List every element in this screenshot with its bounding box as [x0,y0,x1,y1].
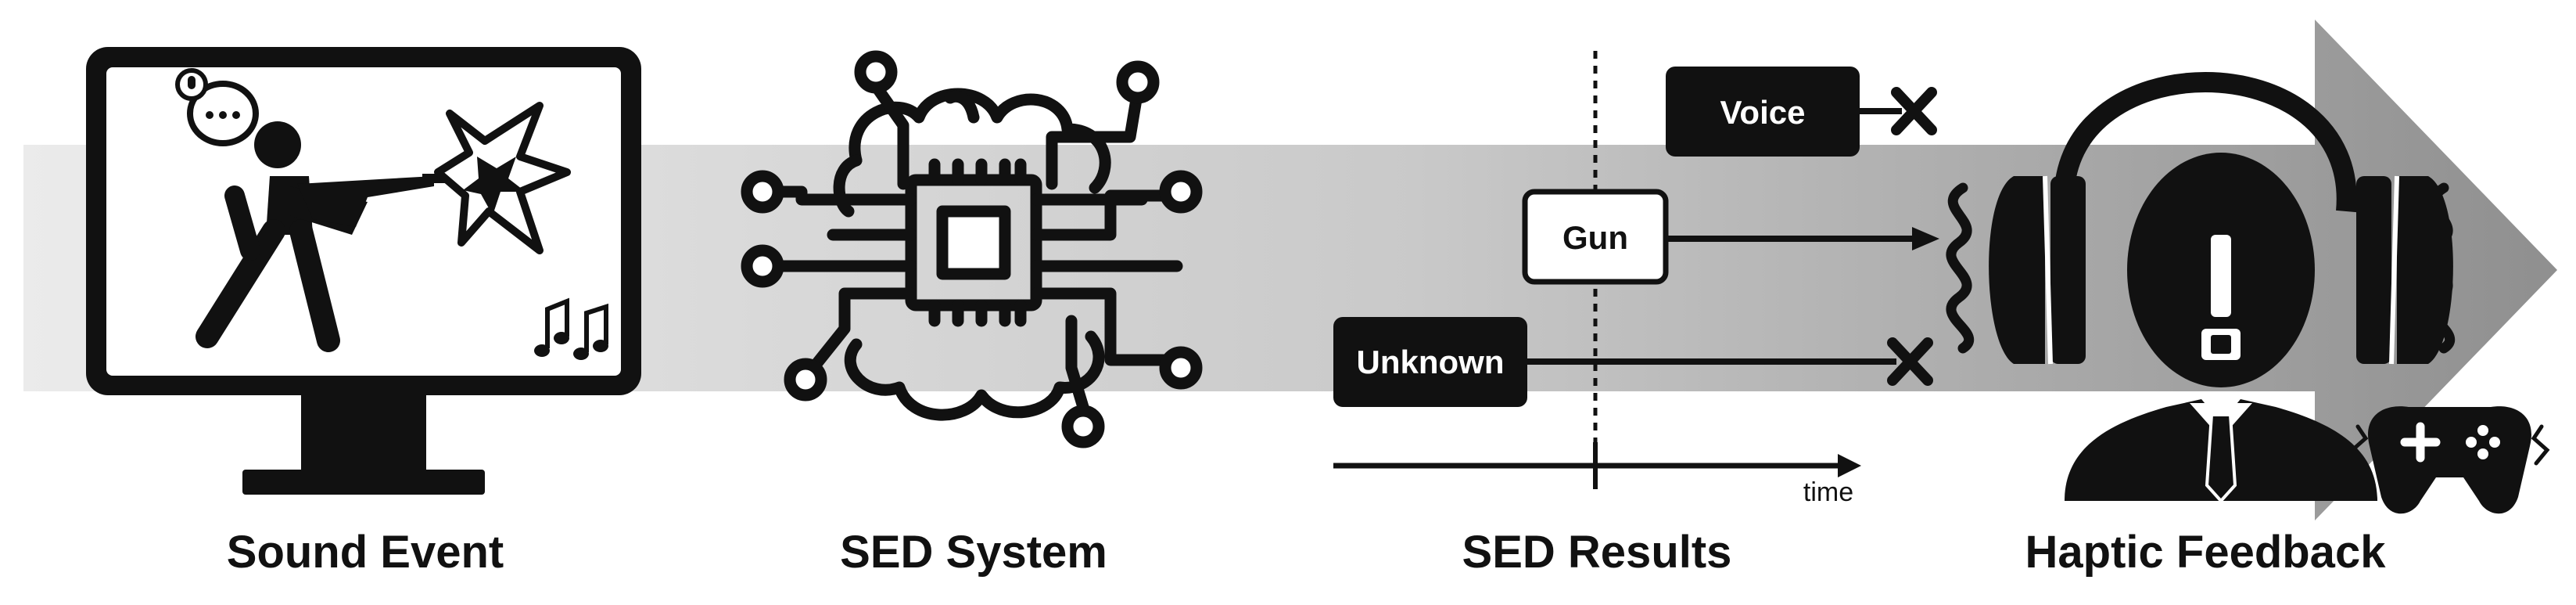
exclamation-icon [2201,235,2241,360]
unknown-label: Unknown [1357,344,1505,380]
label-haptic-feedback: Haptic Feedback [2025,527,2386,578]
headphones-icon [1989,72,2453,387]
label-sound-event: Sound Event [226,527,504,578]
shooter-icon [196,121,446,352]
voice-result [1666,67,1937,157]
time-axis [1333,442,1861,489]
unknown-result-box [1333,317,1527,407]
label-sed-system: SED System [840,527,1107,578]
label-sed-results: SED Results [1462,527,1732,578]
voice-result-box [1666,67,1860,157]
person-suit-icon [2065,399,2377,503]
speech-bubble-icon [175,68,259,146]
flow-arrow-band [23,20,2557,520]
x-mark-icon [1891,87,1937,135]
gamepad-icon [2349,406,2550,514]
ai-chip-brain-icon [741,50,1203,448]
gun-label: Gun [1562,219,1628,256]
explosion-icon [434,102,571,254]
arrow-head-icon [1912,227,1939,250]
voice-label: Voice [1720,94,1806,131]
unknown-result [1333,317,1933,407]
music-notes-icon [534,297,608,360]
monitor-icon [86,47,641,495]
gun-result [1522,189,1939,285]
x-mark-icon [1887,337,1933,386]
time-axis-label: time [1803,477,1853,507]
